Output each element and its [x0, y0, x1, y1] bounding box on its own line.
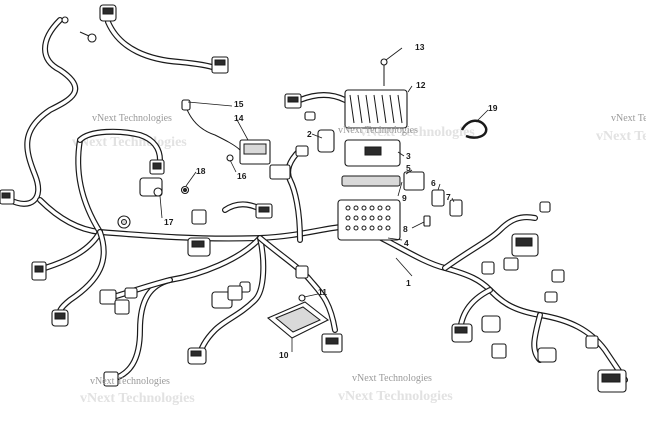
connector-right-c [451, 315, 507, 359]
connector-left-mid [31, 261, 47, 281]
callout-labels: 1 2 3 4 5 6 7 8 9 10 11 12 13 14 15 16 1… [164, 42, 498, 360]
bolt-11 [298, 294, 306, 302]
callout-1: 1 [406, 278, 411, 288]
connector-top [211, 56, 229, 74]
fusebox-4 [337, 199, 401, 241]
callout-11: 11 [318, 287, 327, 297]
connector-right-b [481, 257, 565, 303]
ring-terminal [61, 16, 97, 43]
callout-6: 6 [431, 178, 436, 188]
callout-16: 16 [237, 171, 247, 181]
callout-9: 9 [402, 193, 407, 203]
watermark-ghost: vNext Technologies [80, 391, 195, 406]
callout-5: 5 [406, 163, 411, 173]
connector-2 [295, 129, 335, 157]
callout-15: 15 [234, 99, 244, 109]
watermark-ghosts: vNext Technologies vNext Technologies vN… [72, 125, 646, 406]
callout-19: 19 [488, 103, 498, 113]
watermark-text: vNext Technologies [90, 376, 170, 387]
callout-2: 2 [307, 129, 312, 139]
relay-6 [431, 189, 445, 207]
connector-bottom-left [103, 371, 119, 387]
relay-7 [449, 199, 463, 217]
parts [0, 4, 627, 393]
connector-mid-b [255, 203, 273, 219]
callout-3: 3 [406, 151, 411, 161]
watermark-text: vNext Technologies [352, 373, 432, 384]
fuse-8 [423, 215, 431, 227]
relay-14 [181, 99, 291, 180]
connector-lower-mid [187, 285, 243, 365]
watermark-text: vNext Technologies [338, 125, 418, 136]
watermark-ghost: vNext Technologies [360, 125, 475, 140]
gasket-9 [341, 175, 401, 187]
callout-13: 13 [415, 42, 425, 52]
watermark-text: vNext Technologies [92, 113, 172, 124]
connector-mid-a [187, 209, 211, 257]
callout-12: 12 [416, 80, 426, 90]
callout-4: 4 [404, 238, 409, 248]
nut-18 [180, 185, 190, 195]
connector-right-a [511, 201, 551, 257]
bolt-13 [380, 58, 388, 86]
relay-5 [403, 171, 425, 191]
connector-left-lower [51, 309, 69, 327]
clamp-19 [460, 119, 488, 139]
regulator-12 [284, 89, 408, 129]
harness-wires [7, 17, 628, 383]
sensor-mid [117, 215, 131, 229]
callout-18: 18 [196, 166, 206, 176]
ecu-10 [266, 301, 343, 353]
callout-17: 17 [164, 217, 174, 227]
callout-7: 7 [446, 192, 451, 202]
connector-mid-c [239, 265, 309, 293]
callout-10: 10 [279, 350, 289, 360]
watermark-ghost: vNext Technologies [338, 389, 453, 404]
fusebox-cover-3 [344, 139, 401, 167]
sensor-17 [139, 159, 165, 197]
connector-right-d [537, 335, 627, 393]
connector-pair [99, 287, 138, 315]
watermarks: vNext Technologies vNext Technologies vN… [90, 113, 646, 387]
connector-top-left [99, 4, 117, 22]
connector-left-upper [0, 189, 15, 205]
leader-lines [159, 47, 489, 352]
callout-8: 8 [403, 224, 408, 234]
callout-14: 14 [234, 113, 244, 123]
watermark-ghost: vNext Technologies [596, 129, 646, 144]
watermark-text: vNext Technologies [611, 113, 646, 124]
